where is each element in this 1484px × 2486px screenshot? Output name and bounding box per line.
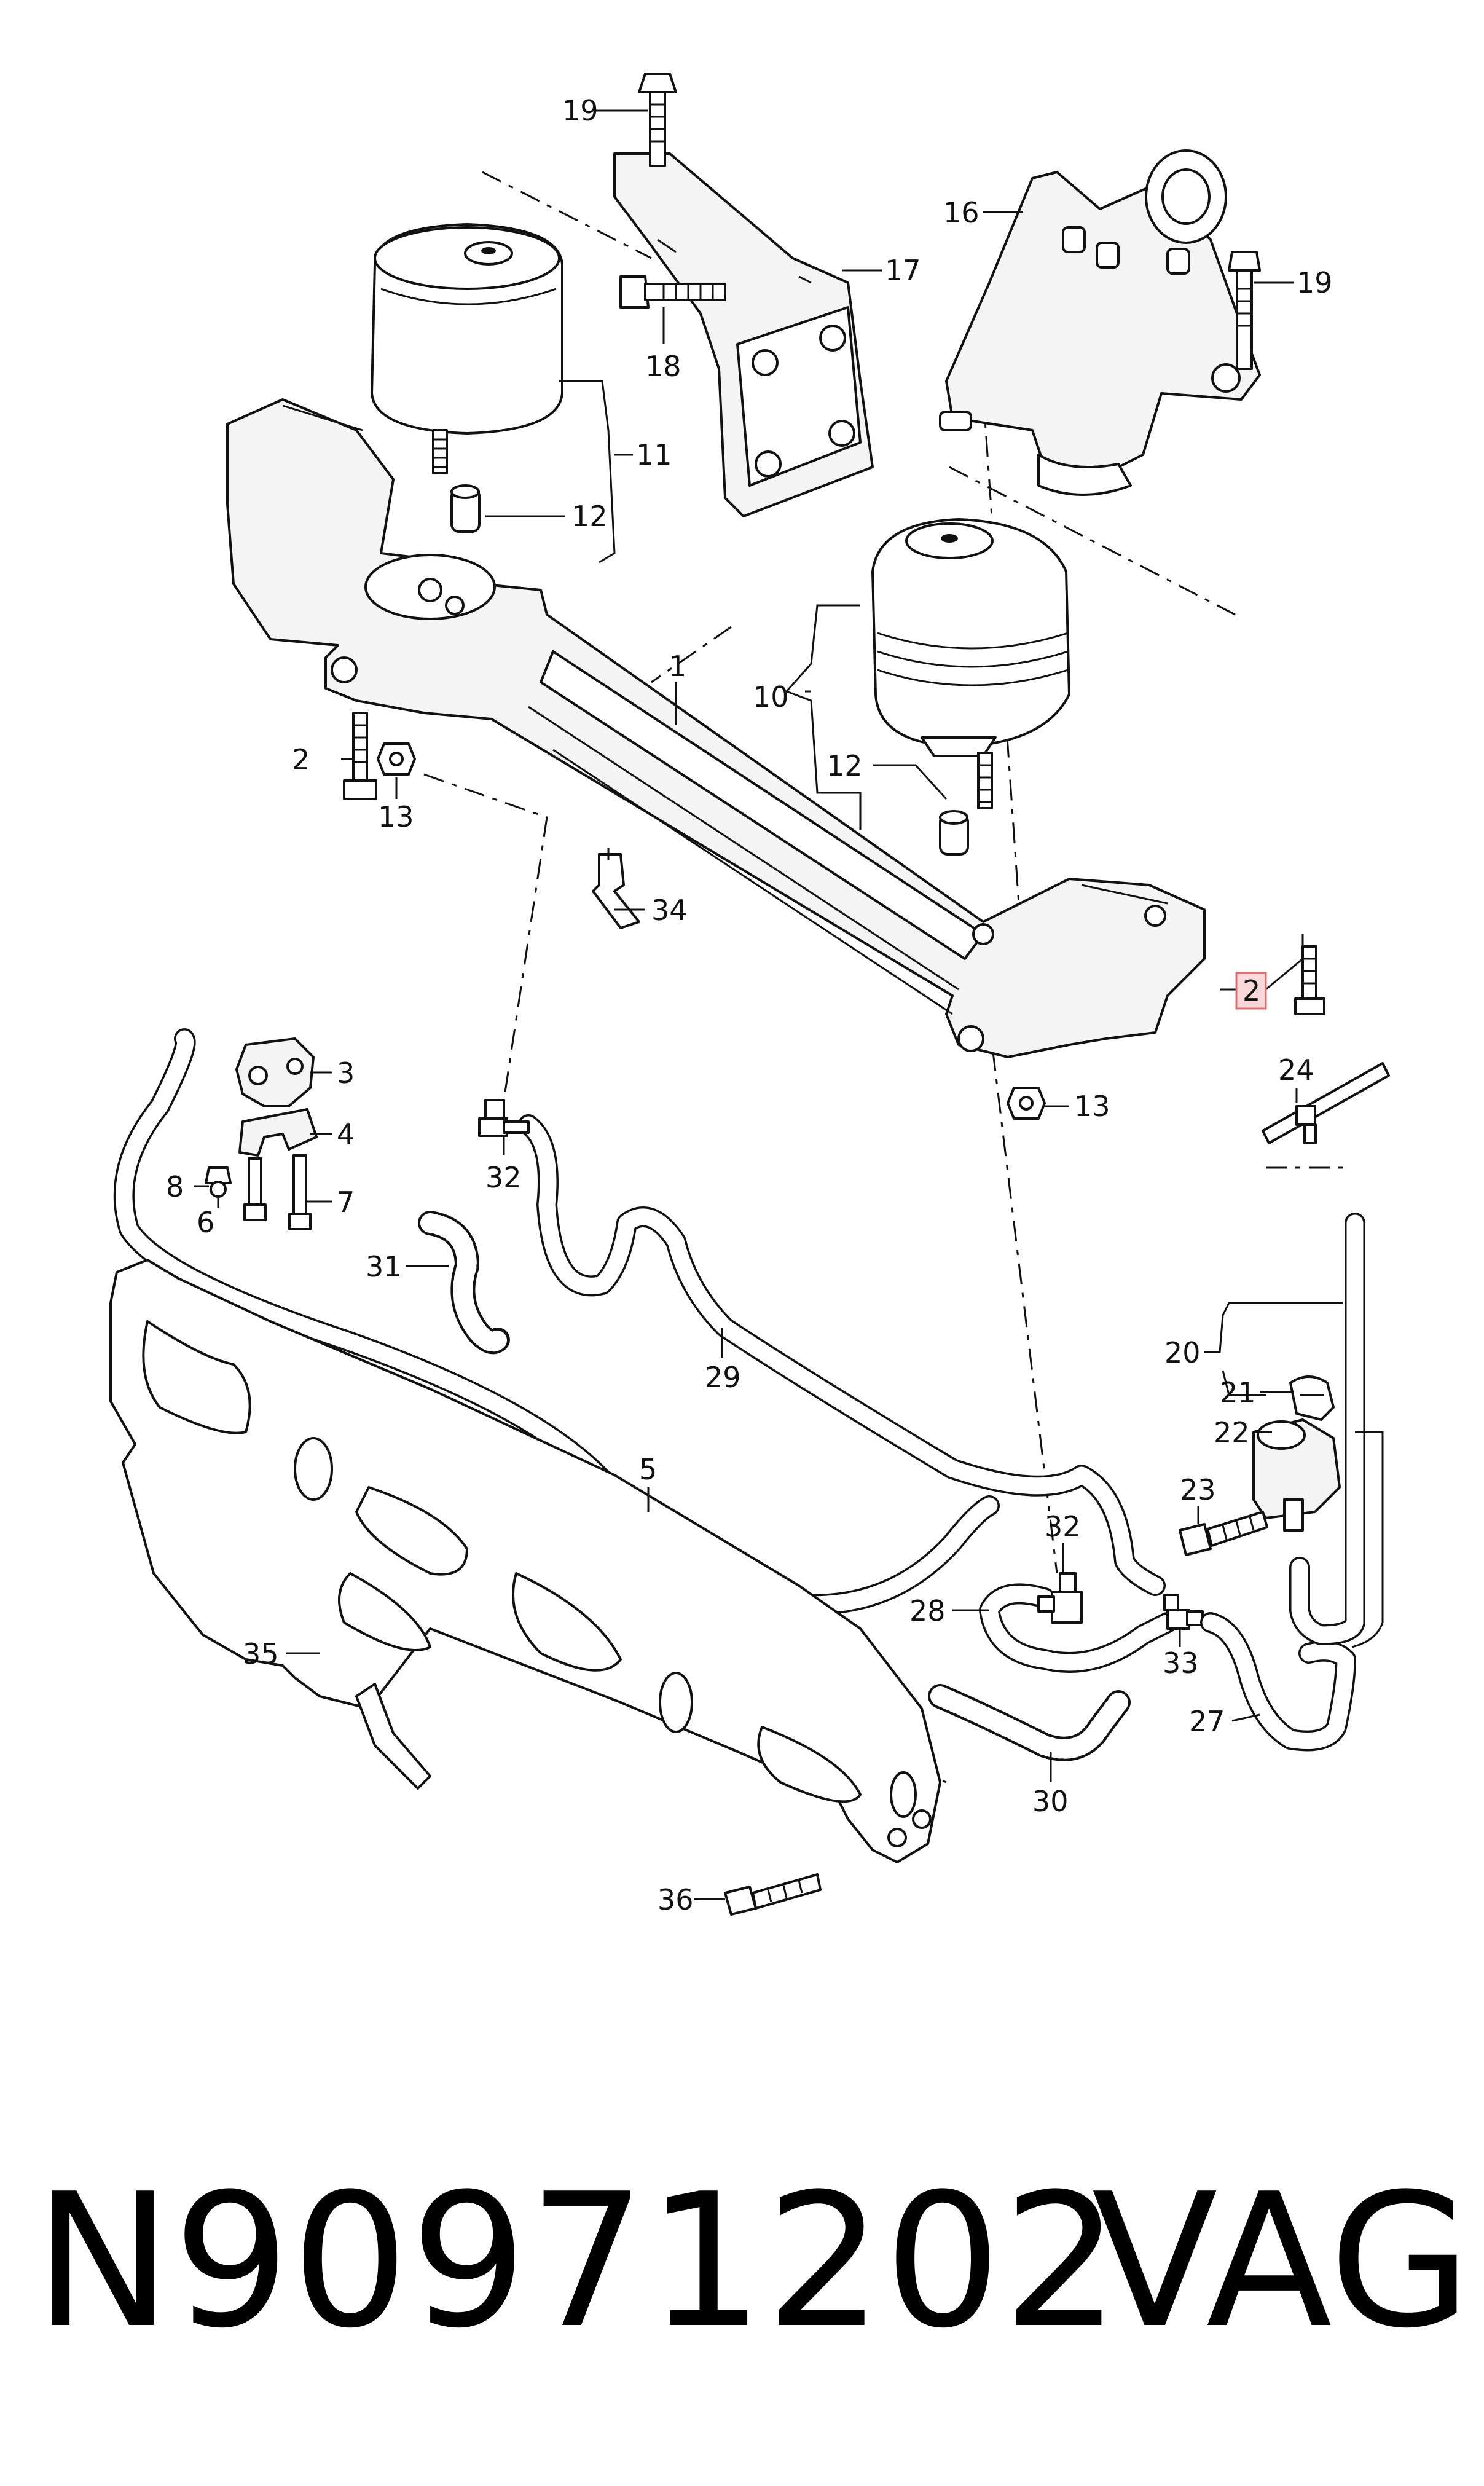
callout-32-bottom: 32 xyxy=(1045,1510,1081,1543)
callout-7: 7 xyxy=(337,1186,355,1219)
corrugated-hose-30 xyxy=(928,1684,1131,1761)
bracket-16 xyxy=(939,149,1261,496)
callout-5: 5 xyxy=(639,1453,657,1486)
callout-12-mid: 12 xyxy=(826,749,863,782)
callout-20: 20 xyxy=(1164,1336,1201,1369)
callout-17: 17 xyxy=(885,254,921,287)
callout-33: 33 xyxy=(1163,1646,1199,1680)
bushing-12a xyxy=(450,484,481,533)
callout-27: 27 xyxy=(1189,1705,1225,1738)
bolt-19-right xyxy=(1228,251,1261,370)
callout-19-right: 19 xyxy=(1297,266,1333,299)
bolt-7 xyxy=(288,1154,312,1230)
tee-33 xyxy=(1163,1594,1204,1630)
clamp-4 xyxy=(238,1108,318,1157)
crossmember-1 xyxy=(226,398,1206,1058)
callout-34: 34 xyxy=(651,894,688,927)
callout-29: 29 xyxy=(705,1361,741,1394)
callout-18: 18 xyxy=(645,350,681,383)
line-20 xyxy=(1289,1213,1384,1648)
nut-13-left xyxy=(377,742,416,776)
clip-21 xyxy=(1289,1375,1335,1421)
callout-2-left: 2 xyxy=(292,743,310,776)
callout-6: 6 xyxy=(197,1206,214,1239)
callout-36: 36 xyxy=(658,1883,694,1916)
hose-5 xyxy=(113,1028,1000,1615)
part-number-footer: N90971202 VAG xyxy=(0,2133,1484,2391)
nut-13-right xyxy=(1007,1087,1046,1120)
callout-28: 28 xyxy=(909,1594,946,1627)
callout-1: 1 xyxy=(669,650,686,683)
bushing-12b xyxy=(939,810,969,856)
callout-13-right: 13 xyxy=(1074,1090,1110,1123)
hose-28 xyxy=(979,1583,1178,1673)
bolt-23 xyxy=(1179,1511,1268,1556)
callout-35: 35 xyxy=(243,1637,279,1670)
callout-2-highlighted-label: 2 xyxy=(1243,974,1260,1007)
bolt-18 xyxy=(619,275,726,309)
callout-23: 23 xyxy=(1180,1473,1216,1506)
bolt-2-right xyxy=(1294,945,1325,1015)
engine-mount-10 xyxy=(871,518,1070,809)
callout-24: 24 xyxy=(1278,1053,1314,1087)
part-number: N90971202 xyxy=(34,2154,1121,2369)
corrugated-hose-31 xyxy=(418,1211,510,1355)
valve-22 xyxy=(1252,1418,1341,1532)
bolt-8 xyxy=(205,1166,232,1198)
callout-32-top: 32 xyxy=(485,1161,522,1194)
bracket-17 xyxy=(613,152,874,517)
underbody-plate-35 xyxy=(109,1259,941,1863)
callout-31: 31 xyxy=(366,1250,402,1283)
callout-2-highlighted[interactable]: 2 xyxy=(1235,972,1267,1010)
callout-13-left: 13 xyxy=(378,800,414,833)
callout-21: 21 xyxy=(1220,1376,1256,1409)
clip-34 xyxy=(592,848,640,929)
callout-labels: 19 17 16 19 18 11 12 10 12 1 34 2 13 2 1… xyxy=(166,94,1333,1916)
callout-10: 10 xyxy=(753,680,789,714)
hose-29 xyxy=(518,1114,1166,1596)
callout-3: 3 xyxy=(337,1056,355,1090)
connector-32-bottom xyxy=(1037,1572,1083,1624)
hose-27 xyxy=(1200,1612,1356,1752)
connector-32-top xyxy=(478,1099,530,1137)
callout-22: 22 xyxy=(1214,1416,1250,1449)
bolt-19-left xyxy=(638,73,677,167)
engine-mount-11 xyxy=(371,223,563,474)
pipe-24 xyxy=(1262,1062,1390,1144)
bolt-6 xyxy=(243,1157,267,1221)
callout-8: 8 xyxy=(166,1170,184,1203)
callout-leaders xyxy=(194,109,1343,1900)
callout-4: 4 xyxy=(337,1118,355,1151)
callout-11: 11 xyxy=(636,438,672,471)
manufacturer-name: VAG xyxy=(1091,2154,1472,2369)
bolt-36 xyxy=(724,1873,822,1916)
callout-19-top: 19 xyxy=(562,94,599,127)
bolt-2-left xyxy=(343,712,377,800)
callout-16: 16 xyxy=(943,196,980,229)
bracket-3 xyxy=(235,1037,315,1107)
callout-30: 30 xyxy=(1032,1785,1069,1818)
callout-12-top: 12 xyxy=(571,500,608,533)
